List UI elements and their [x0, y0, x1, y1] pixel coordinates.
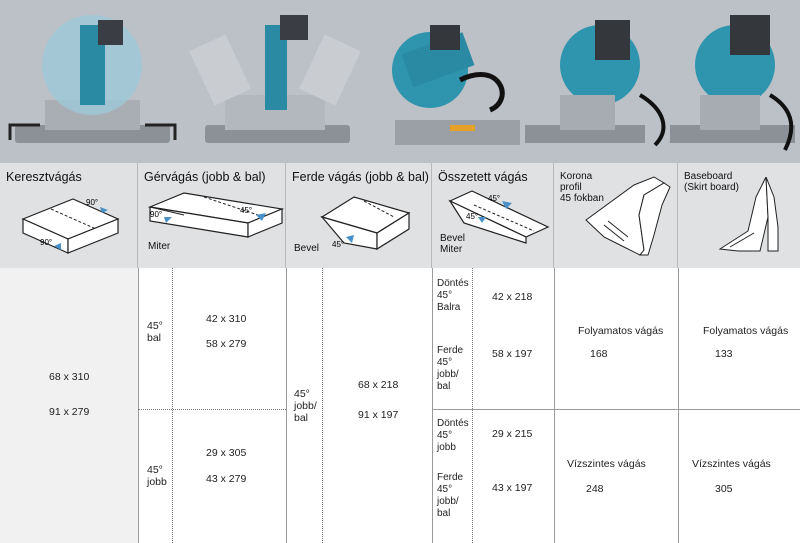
cross-cut-value-1: 68 x 310	[49, 371, 90, 383]
angle-label: 90°	[150, 210, 162, 219]
saw-image-5	[670, 15, 795, 151]
header-baseboard: Baseboard (Skirt board)	[678, 163, 800, 268]
saw-image-1	[8, 15, 177, 143]
col-title-miter-cut: Gérvágás (jobb & bal)	[144, 170, 266, 184]
saw-image-4	[525, 20, 666, 147]
header-bevel-cut: Ferde vágás (jobb & bal) 45° Bevel	[286, 163, 432, 268]
crown-horizontal-value: 248	[586, 483, 604, 495]
col-title-bevel-cut: Ferde vágás (jobb & bal)	[292, 170, 429, 184]
miter-left-value-2: 58 x 279	[206, 338, 247, 350]
crown-molding-diagram	[585, 176, 671, 256]
header-crown-molding: Korona profil 45 fokban	[554, 163, 678, 268]
compound-tilt-left-value: 42 x 218	[492, 291, 533, 303]
miter-cut-diagram: 90° 45°	[147, 192, 284, 238]
col-title-compound-cut: Összetett vágás	[438, 170, 528, 184]
col-title-cross-cut: Keresztvágás	[6, 170, 82, 184]
cross-cut-cell	[0, 268, 138, 543]
miter-right-value-1: 29 x 305	[206, 447, 247, 459]
compound-cut-diagram: 45° 45°	[448, 190, 550, 244]
cross-cut-value-2: 91 x 279	[49, 406, 90, 418]
col-title-crown-molding: Korona profil 45 fokban	[560, 171, 604, 204]
angle-label: 90°	[40, 238, 52, 247]
miter-left-label: 45° bal	[147, 320, 163, 344]
angle-label: 45°	[332, 240, 344, 249]
angle-label: 45°	[488, 194, 500, 203]
compound-tilt-right-value: 29 x 215	[492, 428, 533, 440]
compound-bevel-value-top: 58 x 197	[492, 348, 533, 360]
miter-left-value-1: 42 x 310	[206, 313, 247, 325]
compound-bevel-label: Bevel	[440, 233, 466, 244]
baseboard-diagram	[718, 177, 779, 252]
header-compound-cut: Összetett vágás 45° 45° Bevel Miter	[432, 163, 554, 268]
col-title-baseboard: Baseboard (Skirt board)	[684, 171, 740, 193]
bevel-value-1: 68 x 218	[358, 379, 399, 391]
saw-image-3	[392, 25, 520, 145]
header-miter-cut: Gérvágás (jobb & bal) 90° 45° Miter	[138, 163, 286, 268]
miter-right-label: 45° jobb	[147, 464, 167, 488]
compound-tilt-left-label: Döntés 45° Balra	[437, 278, 469, 313]
angle-label: 45°	[466, 212, 478, 221]
baseboard-continuous-value: 133	[715, 348, 733, 360]
saw-image-2	[189, 15, 361, 143]
crown-horizontal-label: Vízszintes vágás	[567, 458, 646, 470]
baseboard-horizontal-value: 305	[715, 483, 733, 495]
compound-bevel-value-bottom: 43 x 197	[492, 482, 533, 494]
bevel-cut-diagram: 45°	[320, 196, 411, 251]
angle-label: 90°	[86, 198, 98, 207]
product-photo-strip	[0, 0, 800, 163]
baseboard-horizontal-label: Vízszintes vágás	[692, 458, 771, 470]
bevel-label: Bevel	[294, 243, 320, 254]
crown-continuous-label: Folyamatos vágás	[578, 325, 664, 337]
header-cross-cut: Keresztvágás 90° 90°	[0, 163, 138, 268]
compound-tilt-right-label: Döntés 45° jobb	[437, 418, 469, 453]
miter-saw-photos	[8, 15, 795, 151]
baseboard-continuous-label: Folyamatos vágás	[703, 325, 789, 337]
bevel-angle-label: 45° jobb/ bal	[294, 388, 317, 424]
compound-bevel-label-bottom: Ferde 45° jobb/ bal	[437, 472, 464, 519]
bevel-value-2: 91 x 197	[358, 409, 399, 421]
capacity-table-body: 68 x 310 91 x 279 45° bal 42 x 310 58 x …	[0, 268, 800, 543]
miter-label: Miter	[148, 241, 171, 252]
compound-bevel-label-top: Ferde 45° jobb/ bal	[437, 345, 464, 392]
compound-miter-label: Miter	[440, 244, 463, 255]
angle-label: 45°	[240, 206, 252, 215]
crown-continuous-value: 168	[590, 348, 608, 360]
miter-right-value-2: 43 x 279	[206, 473, 247, 485]
cross-cut-diagram: 90° 90°	[21, 198, 120, 254]
